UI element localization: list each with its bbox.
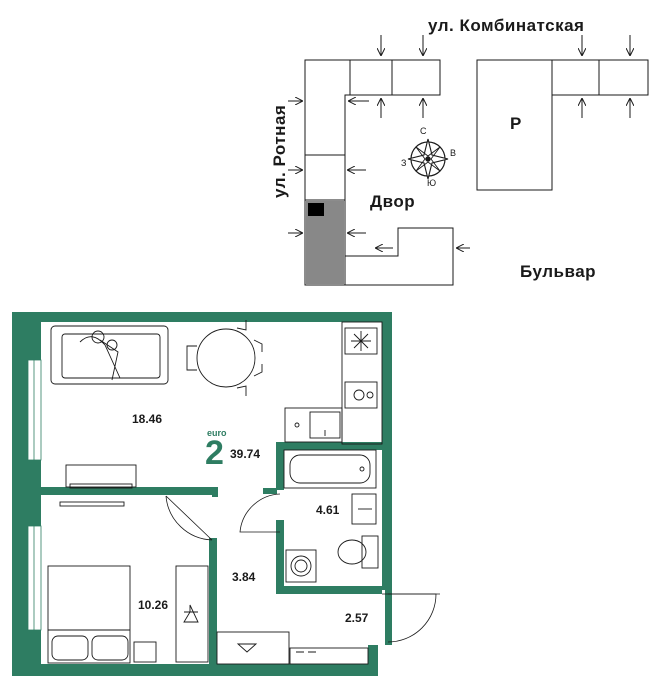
entrance-arrows	[288, 35, 630, 248]
compass-south-label: Ю	[427, 178, 437, 188]
wardrobe-hall	[216, 631, 290, 665]
selected-unit-marker	[308, 203, 324, 216]
area-bathroom: 4.61	[316, 503, 340, 517]
interior-walls	[41, 442, 382, 664]
apartment-type-label: euro	[207, 428, 227, 438]
kitchen-counter	[341, 321, 383, 445]
toilet	[361, 535, 379, 569]
doors	[165, 493, 440, 643]
total-area: 39.74	[230, 447, 261, 461]
windows	[27, 359, 42, 631]
washing-machine	[285, 549, 317, 583]
apartment-plan	[12, 312, 440, 676]
sofa	[50, 325, 169, 385]
sink	[351, 493, 377, 525]
building-right	[476, 59, 649, 191]
street-label-bulvar: Бульвар	[520, 262, 597, 281]
compass-east-label: В	[450, 148, 457, 158]
tv-unit	[65, 464, 137, 488]
furniture	[47, 320, 383, 665]
dining-table	[196, 328, 256, 388]
compass-west-label: З	[401, 158, 407, 168]
building-annex	[345, 227, 454, 286]
area-bedroom: 10.26	[138, 598, 169, 612]
building-main	[304, 59, 441, 286]
area-balcony: 2.57	[345, 611, 369, 625]
site-plan	[288, 35, 649, 286]
bed	[47, 565, 131, 664]
compass-icon	[407, 138, 449, 180]
wardrobe-bedroom	[175, 565, 209, 663]
area-hallway: 3.84	[232, 570, 256, 584]
compass-north-label: С	[420, 126, 427, 136]
room-count: 2	[205, 434, 224, 472]
bathtub	[283, 449, 377, 489]
yard-label: Двор	[370, 192, 416, 211]
street-label-rotnaya: ул. Ротная	[270, 104, 289, 198]
area-living-kitchen: 18.46	[132, 412, 163, 426]
parking-label: Р	[510, 114, 522, 133]
street-label-kombinatskaya: ул. Комбинатская	[428, 16, 585, 35]
